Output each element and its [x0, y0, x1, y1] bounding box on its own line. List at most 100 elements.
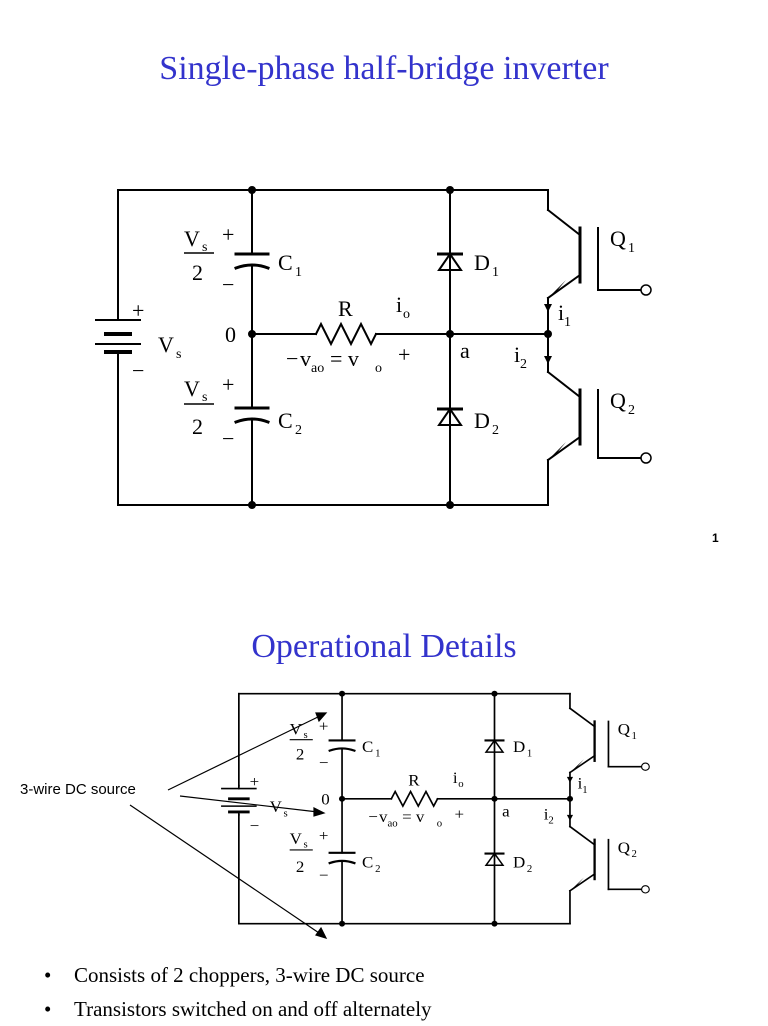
c1-sub-2: 1	[375, 749, 380, 760]
junction-dots	[248, 186, 552, 509]
equals-vo: = v	[330, 346, 359, 371]
i2-label-2: i	[544, 805, 549, 823]
c2-minus-2: −	[319, 866, 329, 884]
vao-minus: −	[286, 346, 298, 371]
vo-sub-2: o	[437, 819, 442, 830]
c1-plus-2: +	[319, 717, 329, 735]
battery-minus-2: −	[250, 816, 260, 834]
io-label-2: i	[453, 768, 458, 786]
d2-sub-2: 2	[527, 864, 532, 875]
i1-label-2: i	[578, 774, 583, 792]
q1-label-2: Q	[618, 720, 630, 738]
io-sub-2: o	[458, 779, 463, 790]
io-sub: o	[403, 307, 410, 322]
vs-sub-2: s	[284, 809, 288, 820]
equals-vo-2: = v	[402, 808, 425, 826]
r-label-2: R	[408, 771, 419, 789]
c2-label-2: C	[362, 853, 373, 871]
d2-label: D	[474, 408, 490, 433]
vao-label: v	[300, 346, 311, 371]
vao-minus-2: −	[368, 808, 378, 826]
i1-sub: 1	[564, 315, 571, 330]
terminals	[640, 284, 652, 464]
d2-sub: 2	[492, 423, 499, 438]
vao-plus-2: +	[454, 805, 464, 823]
d1-label-2: D	[513, 738, 525, 756]
vao-label-2: v	[379, 808, 388, 826]
vs-half-bottom: V	[184, 376, 200, 401]
i1-sub-2: 1	[582, 785, 587, 796]
vao-plus: +	[398, 342, 410, 367]
battery-plus-2: +	[250, 773, 260, 791]
page-number: 1	[712, 531, 719, 545]
vs-half-bottom-sub-2: s	[304, 840, 308, 851]
battery-minus: −	[132, 358, 144, 383]
q2-label: Q	[610, 388, 626, 413]
bullet-text: Transistors switched on and off alternat…	[74, 997, 432, 1021]
c2-plus: +	[222, 372, 234, 397]
vs-sub: s	[176, 347, 181, 362]
vs-half-top: V	[184, 226, 200, 251]
c2-sub: 2	[295, 423, 302, 438]
bullet-item: •Consists of 2 choppers, 3-wire DC sourc…	[44, 963, 425, 987]
i2-sub-2: 2	[548, 816, 553, 827]
half-top-2: 2	[296, 745, 304, 763]
vs-half-top-sub: s	[202, 240, 207, 255]
c2-sub-2: 2	[375, 864, 380, 875]
d1-sub: 1	[492, 265, 499, 280]
current-arrows	[544, 280, 566, 460]
circuit-wires	[95, 189, 641, 506]
vs-half-bottom-2: V	[290, 829, 302, 847]
c1-label-2: C	[362, 738, 373, 756]
vs-label: V	[158, 332, 174, 357]
diode-d2	[437, 407, 463, 426]
node-a-label: a	[460, 338, 470, 363]
circuit-2-drawing: + − V s V s 2 + − C 1 V s 2 + − C 2 0 R …	[221, 690, 650, 927]
diode-d1	[437, 252, 463, 271]
battery-plus: +	[132, 298, 144, 323]
c1-minus: −	[222, 272, 234, 297]
c2-label: C	[278, 408, 293, 433]
i2-sub: 2	[520, 357, 527, 372]
node-a-label-2: a	[502, 802, 510, 820]
half-denominator-top: 2	[192, 260, 203, 285]
half-denominator-bottom: 2	[192, 414, 203, 439]
callout-label: 3-wire DC source	[20, 781, 136, 798]
bullet-list: •Consists of 2 choppers, 3-wire DC sourc…	[40, 958, 432, 1026]
half-bottom-2: 2	[296, 857, 304, 875]
c1-minus-2: −	[319, 754, 329, 772]
callout-arrows	[129, 712, 328, 939]
vs-half-top-sub-2: s	[304, 730, 308, 741]
i1-label: i	[558, 300, 564, 325]
bullet-text: Consists of 2 choppers, 3-wire DC source	[74, 963, 425, 987]
i2-label: i	[514, 342, 520, 367]
q1-sub-2: 1	[632, 731, 637, 742]
node-0-label: 0	[225, 322, 236, 347]
q1-sub: 1	[628, 241, 635, 256]
vao-sub: ao	[311, 361, 324, 376]
vs-half-bottom-sub: s	[202, 390, 207, 405]
q2-sub-2: 2	[632, 849, 637, 860]
r-label: R	[338, 296, 353, 321]
c1-label: C	[278, 250, 293, 275]
vs-half-top-2: V	[290, 720, 302, 738]
bullet-item: •Transistors switched on and off alterna…	[44, 997, 432, 1021]
d1-sub-2: 1	[527, 749, 532, 760]
io-label: i	[396, 292, 402, 317]
slide-title-2: Operational Details	[251, 628, 517, 665]
vao-sub-2: ao	[387, 819, 397, 830]
slide-title-1: Single-phase half-bridge inverter	[159, 50, 609, 87]
d2-label-2: D	[513, 853, 525, 871]
node-0-label-2: 0	[321, 790, 329, 808]
d1-label: D	[474, 250, 490, 275]
vo-sub: o	[375, 361, 382, 376]
c1-sub: 1	[295, 265, 302, 280]
q2-sub: 2	[628, 403, 635, 418]
c2-minus: −	[222, 426, 234, 451]
q1-label: Q	[610, 226, 626, 251]
q2-label-2: Q	[618, 838, 630, 856]
c2-plus-2: +	[319, 827, 329, 845]
c1-plus: +	[222, 222, 234, 247]
circuit-1: + − V s V s 2 + − C 1 V s 2 + − C 2 0 R …	[95, 186, 652, 509]
